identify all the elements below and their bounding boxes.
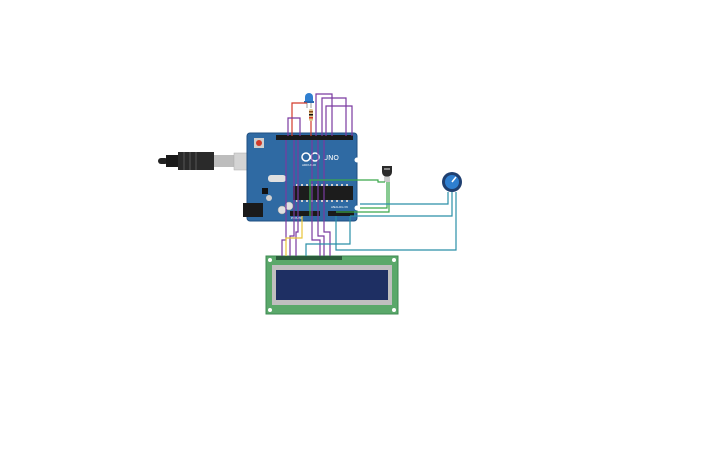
digital-header[interactable] <box>276 135 353 140</box>
lcd-16x2[interactable] <box>265 255 399 315</box>
potentiometer[interactable] <box>442 172 462 192</box>
power-section-label: POWER <box>291 216 302 220</box>
knob-indicator <box>451 176 457 183</box>
lcd-screen <box>276 270 388 300</box>
wires[interactable] <box>281 93 457 256</box>
power-jack <box>243 203 263 217</box>
resistor[interactable] <box>309 109 313 121</box>
usb-cable[interactable] <box>158 152 263 171</box>
led[interactable] <box>304 93 314 108</box>
board-brand-label: ARDUINO <box>302 163 317 167</box>
crystal <box>268 175 286 182</box>
analog-section-label: ANALOG IN <box>331 205 348 209</box>
arduino-uno-board[interactable]: UNO ARDUINO POWER ANALOG IN <box>243 132 360 222</box>
power-header[interactable] <box>290 211 320 216</box>
temperature-sensor[interactable] <box>382 166 392 182</box>
board-model-label: UNO <box>323 154 339 162</box>
arduino-logo-icon <box>301 152 320 162</box>
atmega-chip <box>293 186 353 200</box>
analog-header[interactable] <box>328 211 354 216</box>
